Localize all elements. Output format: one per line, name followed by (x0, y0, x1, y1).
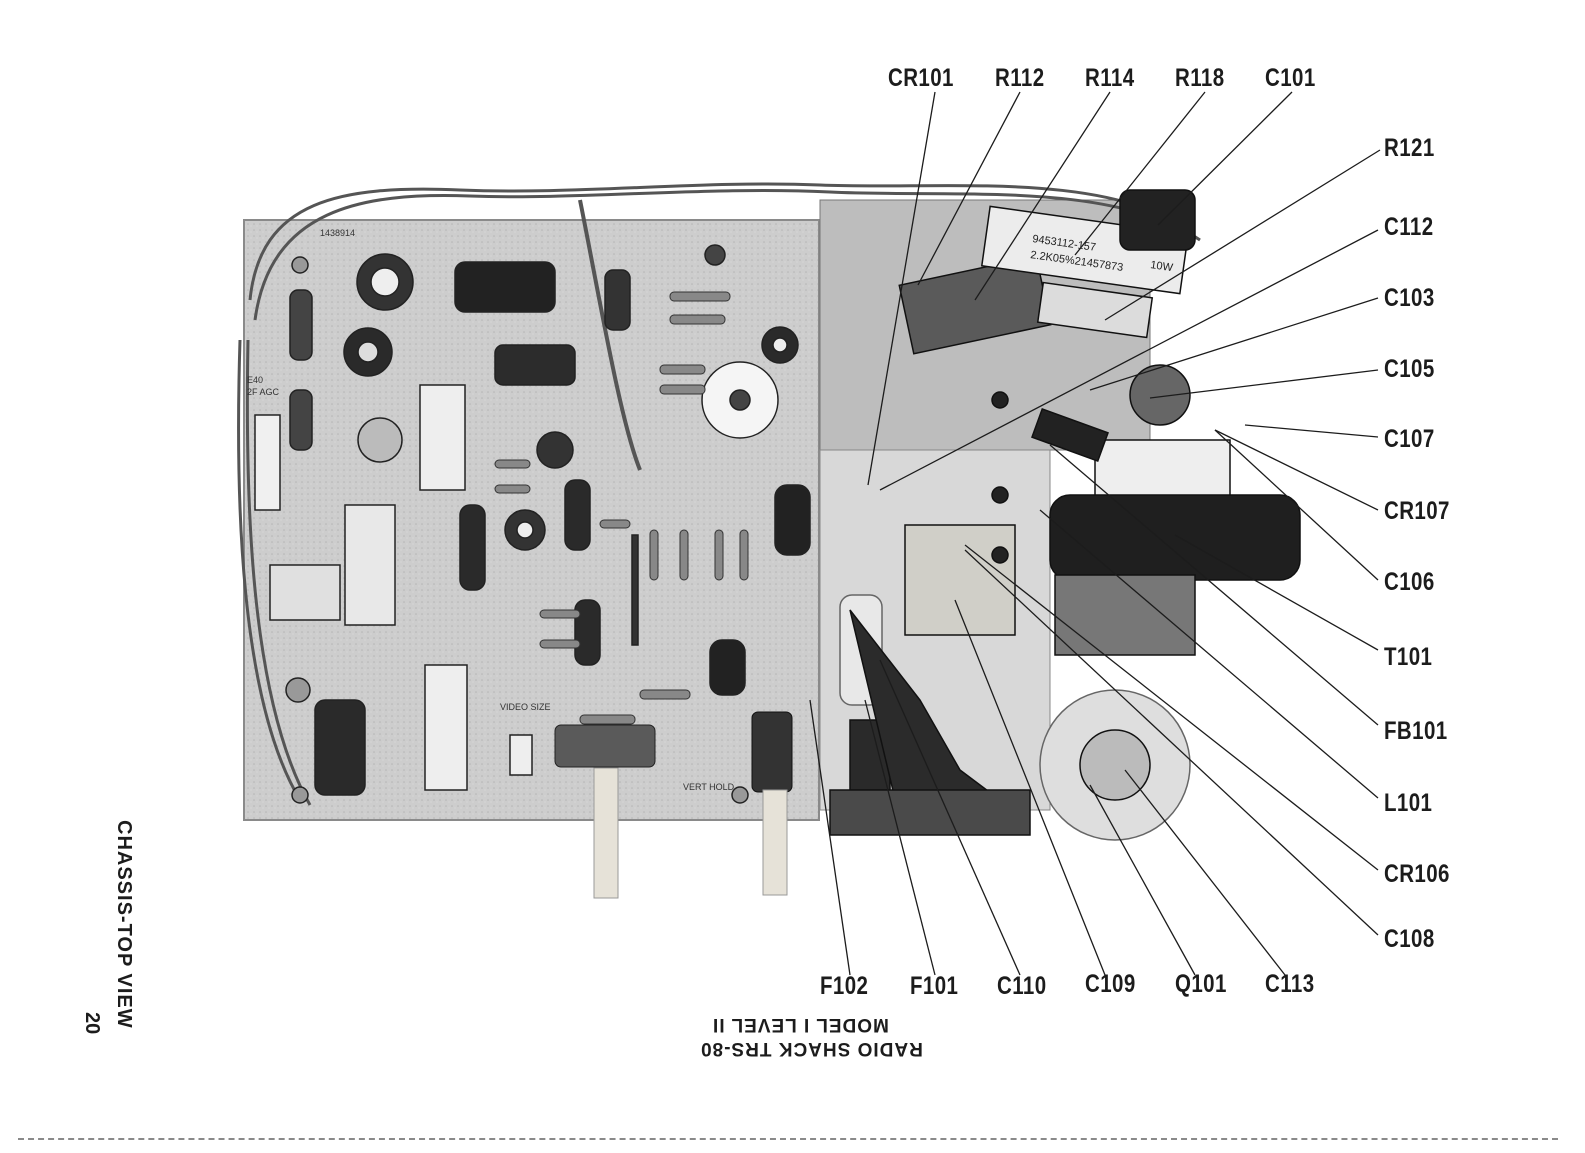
callout-c107: C107 (1384, 425, 1435, 454)
callout-c103: C103 (1384, 284, 1435, 313)
silk-e40: E40 (247, 375, 263, 385)
callout-fb101: FB101 (1384, 717, 1448, 746)
pot-shaft-left (594, 768, 618, 898)
callout-c108: C108 (1384, 925, 1435, 954)
callout-cr107: CR107 (1384, 497, 1450, 526)
callout-c101: C101 (1265, 64, 1316, 93)
silk-vert-hold: VERT HOLD (683, 782, 735, 792)
callout-c112: C112 (1384, 213, 1434, 242)
callout-c113: C113 (1265, 970, 1315, 999)
silk-part-number: 1438914 (320, 228, 355, 238)
callout-r121: R121 (1384, 134, 1435, 163)
callout-c105: C105 (1384, 355, 1435, 384)
callout-c110: C110 (997, 972, 1047, 1001)
callout-r112: R112 (995, 64, 1045, 93)
callout-l101: L101 (1384, 789, 1432, 818)
callout-cr101: CR101 (888, 64, 954, 93)
footer-brand-line: RADIO SHACK TRS-80 (700, 1037, 923, 1059)
pot-coil (752, 712, 792, 792)
bottom-rule (18, 1138, 1558, 1140)
silk-video-size: VIDEO SIZE (500, 702, 551, 712)
callout-c106: C106 (1384, 568, 1435, 597)
callout-f101: F101 (910, 972, 958, 1001)
callout-t101: T101 (1384, 643, 1432, 672)
callout-r118: R118 (1175, 64, 1225, 93)
callout-q101: Q101 (1175, 970, 1227, 999)
side-caption-title: CHASSIS-TOP VIEW (112, 820, 135, 1029)
page-number: 20 (80, 1012, 103, 1034)
callout-c109: C109 (1085, 970, 1136, 999)
silk-agc: 2F AGC (247, 387, 280, 397)
vert-hold-pot (555, 725, 655, 767)
pot-shaft-right (763, 790, 787, 895)
callout-cr106: CR106 (1384, 860, 1450, 889)
callout-f102: F102 (820, 972, 868, 1001)
footer-model-line: MODEL I LEVEL II (712, 1013, 889, 1035)
callout-r114: R114 (1085, 64, 1135, 93)
